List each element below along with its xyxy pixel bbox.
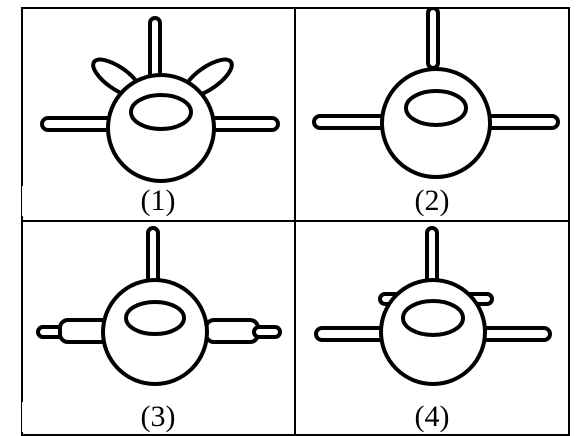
cockpit <box>124 300 186 336</box>
tail-fin <box>426 8 440 70</box>
aircraft-front-view-4 <box>314 226 552 386</box>
panel-label: (3) <box>22 402 294 432</box>
panel-3: (3) <box>22 220 294 432</box>
right-wing <box>206 116 280 132</box>
right-wing <box>476 326 552 342</box>
panel-label: (4) <box>296 402 568 432</box>
cockpit <box>401 299 465 337</box>
left-wing <box>312 114 390 130</box>
panel-2: (2) <box>296 8 568 216</box>
cockpit <box>129 93 193 131</box>
aircraft-front-view-1 <box>40 16 280 183</box>
panel-4: (4) <box>296 220 568 432</box>
right-wing-tip <box>252 325 282 339</box>
left-wing <box>314 326 390 342</box>
aircraft-front-view-3 <box>36 226 282 386</box>
panel-label: (2) <box>296 186 568 216</box>
panel-1: (1) <box>22 8 294 216</box>
left-wing <box>40 116 114 132</box>
cockpit <box>404 89 468 127</box>
panel-label: (1) <box>22 186 294 216</box>
grid-divider-horizontal <box>21 220 570 222</box>
right-wing <box>482 114 560 130</box>
right-wing-pod <box>204 318 260 344</box>
aircraft-front-view-2 <box>312 8 560 179</box>
